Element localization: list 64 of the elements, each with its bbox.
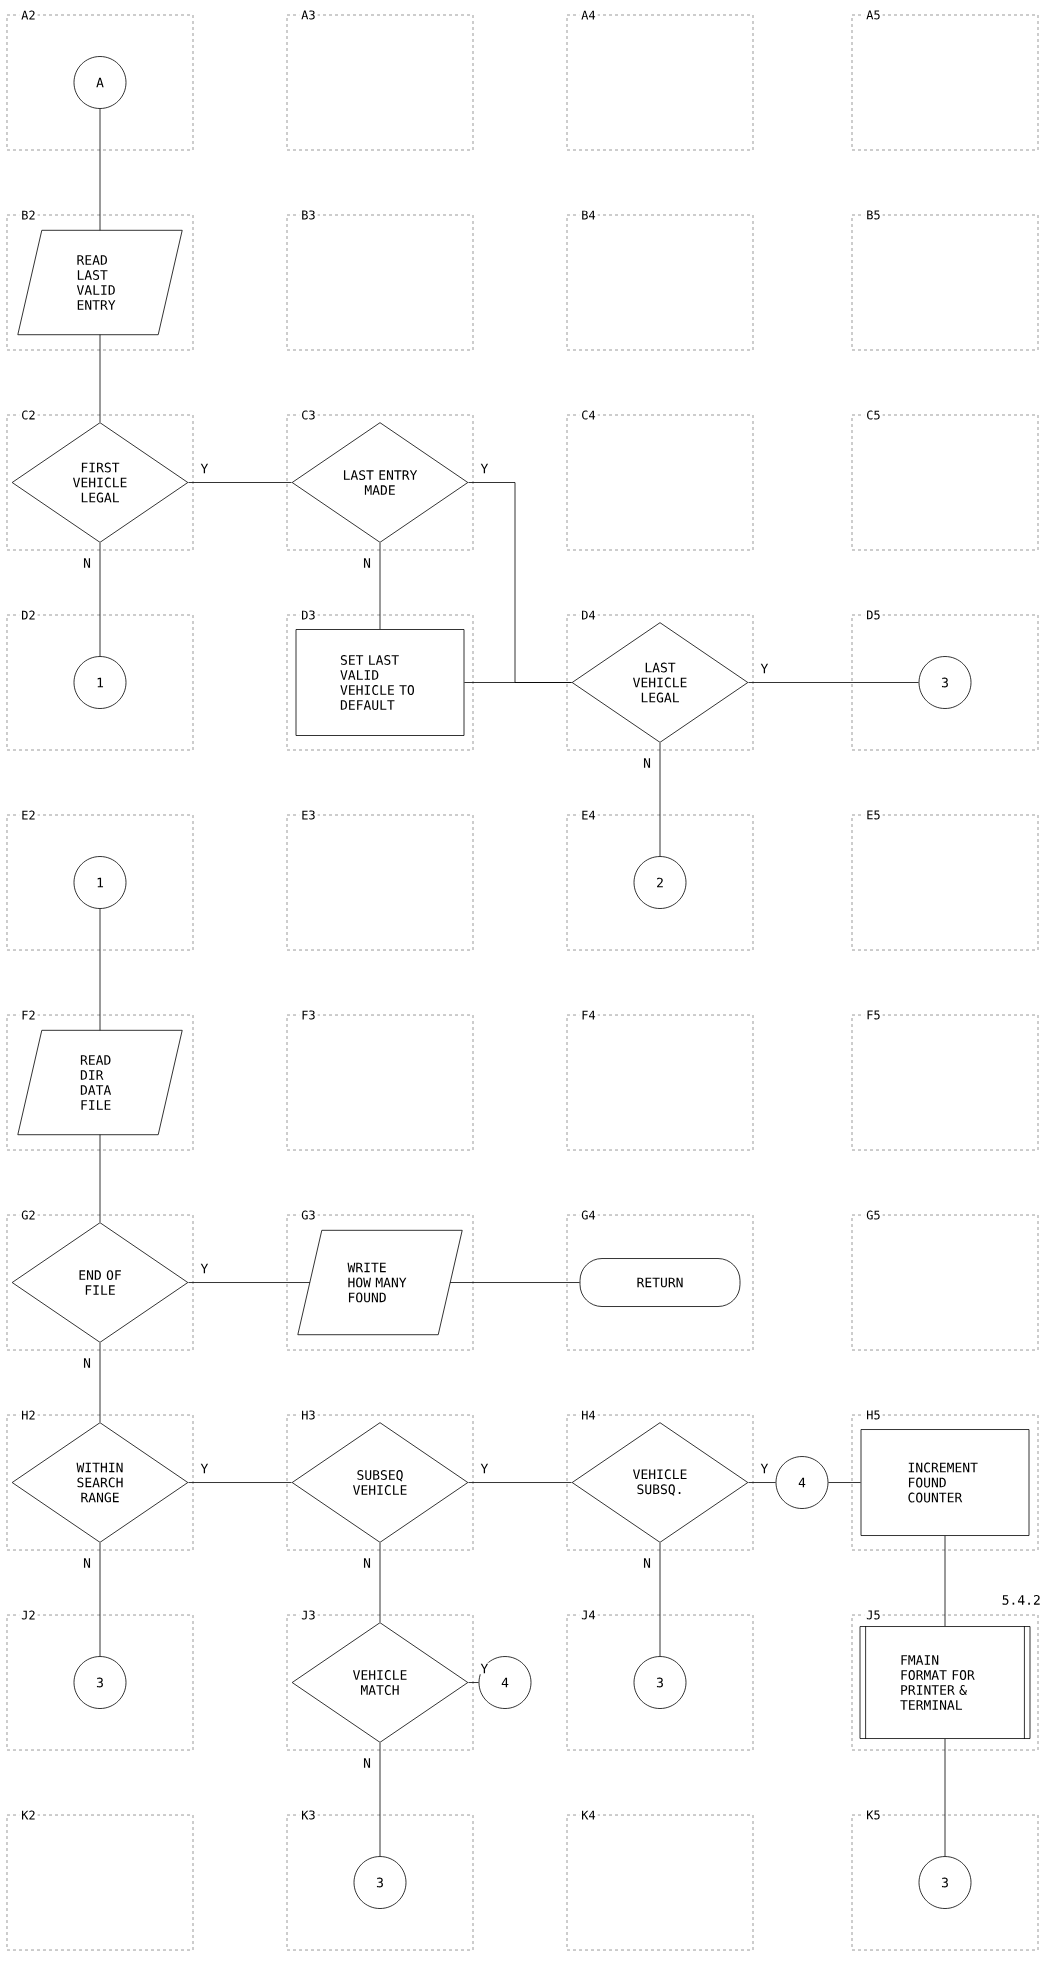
reference-number: 5.4.2 — [1002, 1595, 1040, 1605]
edge-label: N — [82, 557, 92, 569]
grid-cell: C4 — [566, 408, 754, 551]
connector-line — [468, 1482, 572, 1483]
edge-label: N — [362, 557, 372, 569]
connector-line — [99, 908, 101, 1031]
grid-cell: G5 — [851, 1208, 1039, 1351]
grid-cell: F4 — [566, 1008, 754, 1151]
grid-cell: B4 — [566, 208, 754, 351]
connector-line — [468, 1682, 479, 1683]
grid-cell: C5 — [851, 408, 1039, 551]
connector-line — [659, 1542, 661, 1657]
connector-line — [748, 1482, 776, 1483]
edge-label: Y — [479, 462, 490, 475]
grid-cell: K2 — [6, 1808, 194, 1951]
input-output-parallelogram: WRITE HOW MANY FOUND — [297, 1229, 463, 1336]
connector-line — [379, 1542, 381, 1623]
connector-line — [828, 1482, 861, 1483]
terminator: RETURN — [579, 1258, 741, 1307]
connector-line — [379, 542, 381, 630]
process-box: SET LAST VALID VEHICLE TO DEFAULT — [295, 629, 465, 736]
edge-label: Y — [479, 1662, 490, 1675]
edge-label: Y — [199, 462, 210, 475]
connector-line — [99, 1542, 101, 1657]
grid-cell: A4 — [566, 8, 754, 151]
process-box: INCREMENT FOUND COUNTER — [860, 1429, 1030, 1536]
grid-cell: F5 — [851, 1008, 1039, 1151]
connector-line — [379, 1742, 381, 1857]
connector-line — [188, 1482, 292, 1483]
grid-cell: B3 — [286, 208, 474, 351]
edge-label: N — [362, 1757, 372, 1769]
connector-line — [188, 1282, 311, 1283]
subroutine-box: FMAIN FORMAT FOR PRINTER & TERMINAL — [859, 1625, 1031, 1740]
connector-line — [748, 682, 919, 683]
edge-label: N — [82, 1557, 92, 1569]
grid-cell: E5 — [851, 808, 1039, 951]
edge-label: N — [642, 757, 652, 769]
grid-cell: A3 — [286, 8, 474, 151]
grid-cell: E3 — [286, 808, 474, 951]
connector-line — [99, 334, 101, 423]
edge-label: N — [642, 1557, 652, 1569]
grid-cell: A5 — [851, 8, 1039, 151]
connector-line — [944, 1535, 946, 1627]
connector-line — [99, 1134, 101, 1223]
grid-cell: F3 — [286, 1008, 474, 1151]
connector-line — [944, 1738, 946, 1857]
connector-line — [99, 1342, 101, 1423]
edge-label: N — [362, 1557, 372, 1569]
edge-label: Y — [759, 1462, 770, 1475]
connector-line — [659, 742, 661, 857]
input-output-parallelogram: READ LAST VALID ENTRY — [17, 229, 183, 336]
grid-cell: B5 — [851, 208, 1039, 351]
edge-label: Y — [759, 662, 770, 675]
connector-line — [464, 682, 572, 683]
edge-label: Y — [479, 1462, 490, 1475]
edge-label: Y — [199, 1262, 210, 1275]
connector-line — [449, 1282, 580, 1283]
input-output-parallelogram: READ DIR DATA FILE — [17, 1029, 183, 1136]
edge-label: N — [82, 1357, 92, 1369]
connector-line — [188, 482, 292, 483]
connector-line — [99, 108, 101, 231]
edge-label: Y — [199, 1462, 210, 1475]
grid-cell: K4 — [566, 1808, 754, 1951]
connector-line — [99, 542, 101, 657]
